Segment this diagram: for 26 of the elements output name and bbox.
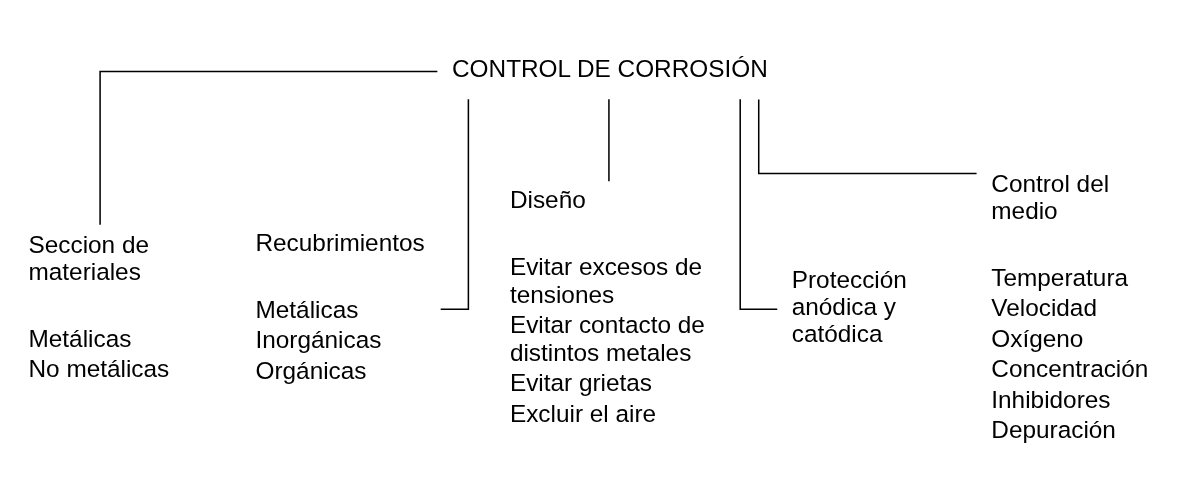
node-label: Velocidad: [991, 293, 1097, 321]
connector: [439, 97, 470, 310]
node-text: Seccion de materiales: [28, 230, 150, 285]
node-label: Evitar grietas: [509, 368, 653, 396]
node-label: Inhibidores: [991, 385, 1111, 413]
node-label: Depuración: [991, 415, 1116, 443]
node-label: Metálicas: [28, 324, 132, 352]
node-label: Metálicas: [255, 295, 359, 323]
connector: [608, 97, 610, 182]
node-label: Concentración: [991, 354, 1149, 382]
node-text: Control del medio: [991, 169, 1110, 224]
node-text: Recubrimientos: [255, 228, 425, 256]
node-text: CONTROL DE CORROSIÓN: [452, 54, 768, 82]
node-label: Orgánicas: [255, 356, 367, 384]
node-label: Excluir el aire: [509, 399, 657, 427]
node-text: Protección anódica y catódica: [791, 265, 907, 347]
node-label: Oxígeno: [991, 324, 1084, 352]
node-label: Evitar excesos de tensiones: [509, 252, 703, 308]
node-label: Inorgánicas: [255, 325, 382, 353]
node-label: Evitar contacto de distintos metales: [509, 310, 705, 366]
connector: [757, 98, 978, 174]
connector: [739, 97, 778, 310]
connector: [99, 70, 439, 225]
node-label: Temperatura: [991, 263, 1129, 291]
node-label: No metálicas: [28, 354, 170, 382]
node-text: Diseño: [509, 185, 586, 213]
